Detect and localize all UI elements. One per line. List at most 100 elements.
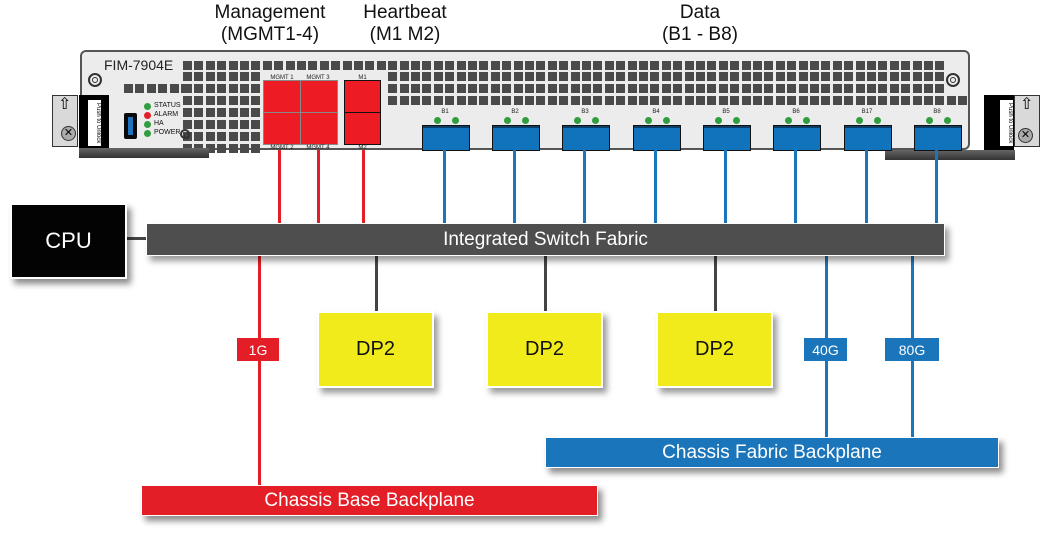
vent-slot	[445, 61, 455, 70]
vent-slot	[228, 96, 238, 105]
vent-slot	[217, 120, 227, 129]
port-b5[interactable]	[703, 125, 751, 151]
left-rail	[79, 148, 209, 158]
vent-slot	[650, 72, 660, 81]
vent-slot	[251, 132, 261, 141]
vent-slot	[513, 72, 523, 81]
vent-slot	[411, 72, 420, 81]
port-led-icon	[926, 117, 933, 124]
usb-port[interactable]	[124, 113, 137, 139]
vent-slot	[183, 61, 192, 70]
port-label-b1: B1	[441, 109, 449, 115]
port-m1[interactable]	[344, 80, 381, 113]
vent-slot	[741, 96, 751, 105]
port-b17[interactable]	[844, 125, 892, 151]
screw-icon: ✕	[61, 126, 76, 141]
header-heartbeat-title: Heartbeat	[363, 2, 447, 23]
port-b6[interactable]	[773, 125, 821, 151]
port-b1[interactable]	[422, 125, 470, 151]
vent-slot	[194, 108, 204, 117]
vent-slot	[274, 61, 284, 70]
vent-slot	[433, 72, 443, 81]
speed-tag-1g: 1G	[237, 338, 279, 361]
port-led-icon	[452, 117, 459, 124]
vent-slot	[456, 61, 466, 70]
vent-slot	[319, 61, 329, 70]
vent-slot	[422, 61, 432, 70]
vent-slot	[536, 96, 546, 105]
port-m2[interactable]	[344, 112, 381, 145]
reset-button[interactable]	[180, 129, 190, 139]
led-label: HA	[154, 120, 164, 127]
vent-slot	[924, 84, 933, 93]
vent-slot	[912, 72, 922, 81]
vent-slot	[821, 84, 831, 93]
vent-slot	[912, 96, 922, 105]
vent-slot	[525, 84, 534, 93]
wire-b3	[583, 150, 586, 224]
port-led-icon	[645, 117, 652, 124]
port-b3[interactable]	[562, 125, 610, 151]
vent-slot	[696, 84, 705, 93]
vent-slot	[228, 72, 238, 81]
wire-cpu-fabric	[125, 237, 147, 240]
module-model-label: FIM-7904E	[104, 57, 174, 73]
vent-slot	[946, 96, 956, 105]
vent-slot	[639, 84, 648, 93]
vent-slot	[547, 61, 557, 70]
vent-slot	[787, 61, 797, 70]
port-label-b5: B5	[722, 109, 730, 115]
vent-slot	[867, 84, 876, 93]
vent-slot	[924, 72, 933, 81]
vent-slot	[627, 72, 637, 81]
port-mgmt1[interactable]	[263, 80, 301, 113]
port-mgmt3[interactable]	[300, 80, 338, 113]
vent-slot	[867, 61, 876, 70]
vent-slot	[730, 84, 740, 93]
vent-slot	[604, 72, 614, 81]
dp2-box-1: DP2	[317, 311, 434, 388]
port-label-b2: B2	[511, 109, 519, 115]
vent-slot	[673, 96, 683, 105]
vent-slot	[661, 96, 671, 105]
vent-slot	[616, 61, 626, 70]
vent-slot	[251, 61, 261, 70]
vent-slot	[376, 61, 386, 70]
vent-slot	[844, 61, 854, 70]
led-label: ALARM	[154, 111, 179, 118]
vent-slot	[935, 84, 945, 93]
vent-slot	[844, 84, 854, 93]
wire-b17	[865, 150, 868, 224]
vent-slot	[194, 84, 204, 93]
port-led-icon	[663, 117, 670, 124]
vent-slot	[217, 144, 227, 153]
vent-slot	[707, 72, 717, 81]
vent-slot	[205, 61, 215, 70]
vent-slot	[205, 72, 215, 81]
led-status-icon	[144, 103, 151, 110]
vent-slot	[661, 84, 671, 93]
vent-slot	[616, 72, 626, 81]
port-mgmt4[interactable]	[300, 112, 338, 145]
vent-slot	[582, 72, 591, 81]
vent-slot	[810, 96, 819, 105]
port-b2[interactable]	[492, 125, 540, 151]
vent-slot	[798, 96, 808, 105]
vent-slot	[502, 61, 512, 70]
port-b4[interactable]	[633, 125, 681, 151]
vent-slot	[513, 61, 523, 70]
vent-slot	[730, 96, 740, 105]
port-led-icon	[434, 117, 441, 124]
vent-slot	[696, 96, 705, 105]
vent-slot	[388, 72, 398, 81]
vent-slot	[764, 96, 774, 105]
port-label-b6: B6	[792, 109, 800, 115]
screw-icon: ✕	[1018, 128, 1033, 143]
port-b8[interactable]	[914, 125, 962, 151]
port-label-m1: M1	[358, 75, 367, 81]
wire-mgmt2	[278, 150, 281, 224]
vent-slot	[753, 72, 762, 81]
vent-slot	[878, 84, 888, 93]
vent-slot	[388, 96, 398, 105]
port-mgmt2[interactable]	[263, 112, 301, 145]
